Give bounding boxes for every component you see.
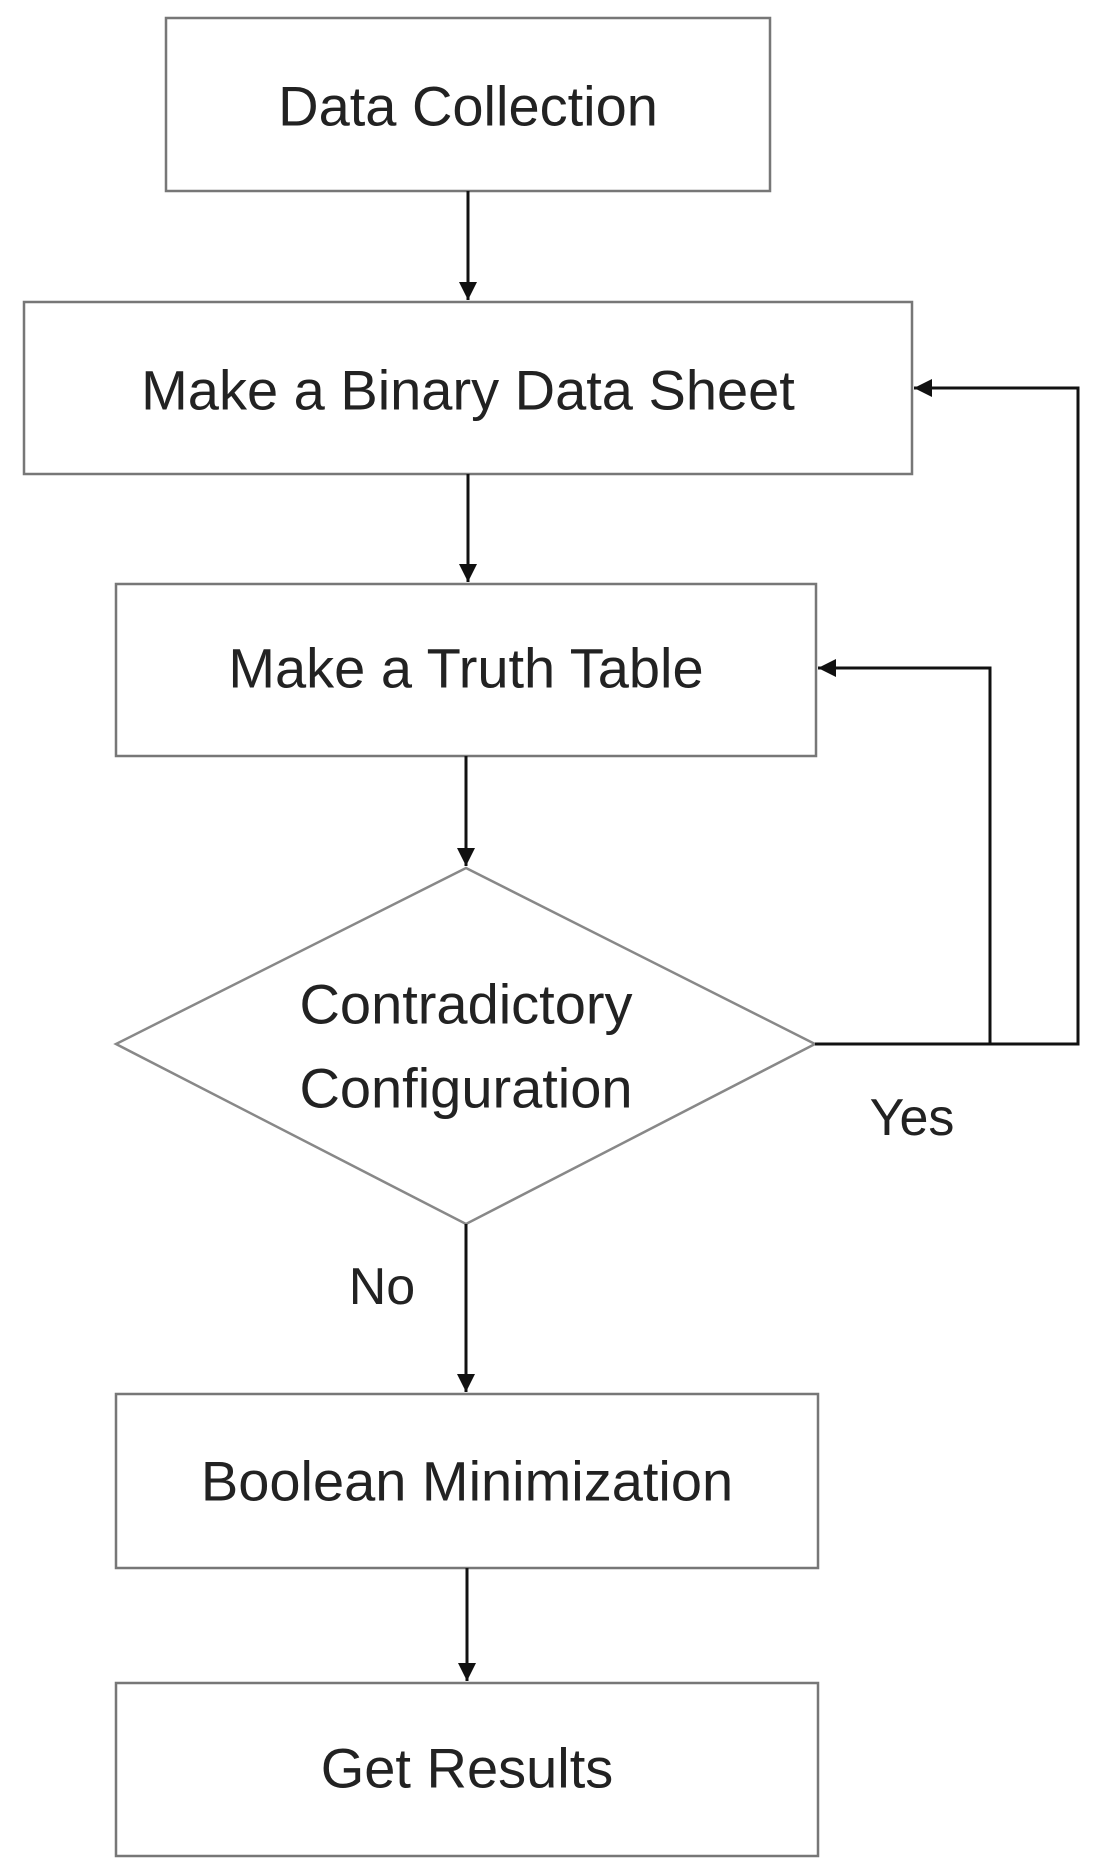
node-binary-data-sheet: Make a Binary Data Sheet bbox=[22, 300, 914, 476]
binary-data-sheet-label: Make a Binary Data Sheet bbox=[141, 359, 795, 422]
boolean-minimization-label: Boolean Minimization bbox=[201, 1450, 733, 1513]
decision-diamond bbox=[113, 866, 818, 1226]
node-truth-table: Make a Truth Table bbox=[114, 582, 818, 758]
binary-data-sheet-box bbox=[22, 300, 914, 476]
get-results-box bbox=[114, 1681, 820, 1858]
node-contradictory-configuration: Contradictory Configuration bbox=[113, 866, 818, 1226]
decision-label-line2: Configuration bbox=[299, 1057, 632, 1120]
arrow-yes-to-binary-sheet bbox=[815, 379, 1080, 1046]
arrow-yes-to-truth-table bbox=[818, 659, 992, 1044]
decision-label-line1: Contradictory bbox=[299, 973, 632, 1036]
get-results-label: Get Results bbox=[321, 1737, 614, 1800]
node-get-results: Get Results bbox=[114, 1681, 820, 1858]
no-label: No bbox=[349, 1258, 415, 1316]
data-collection-label: Data Collection bbox=[278, 75, 658, 138]
node-data-collection: Data Collection bbox=[164, 16, 772, 193]
truth-table-box bbox=[114, 582, 818, 758]
node-boolean-minimization: Boolean Minimization bbox=[114, 1392, 820, 1570]
boolean-minimization-box bbox=[114, 1392, 820, 1570]
truth-table-label: Make a Truth Table bbox=[228, 637, 703, 700]
data-collection-box bbox=[164, 16, 772, 193]
yes-label: Yes bbox=[870, 1089, 955, 1147]
